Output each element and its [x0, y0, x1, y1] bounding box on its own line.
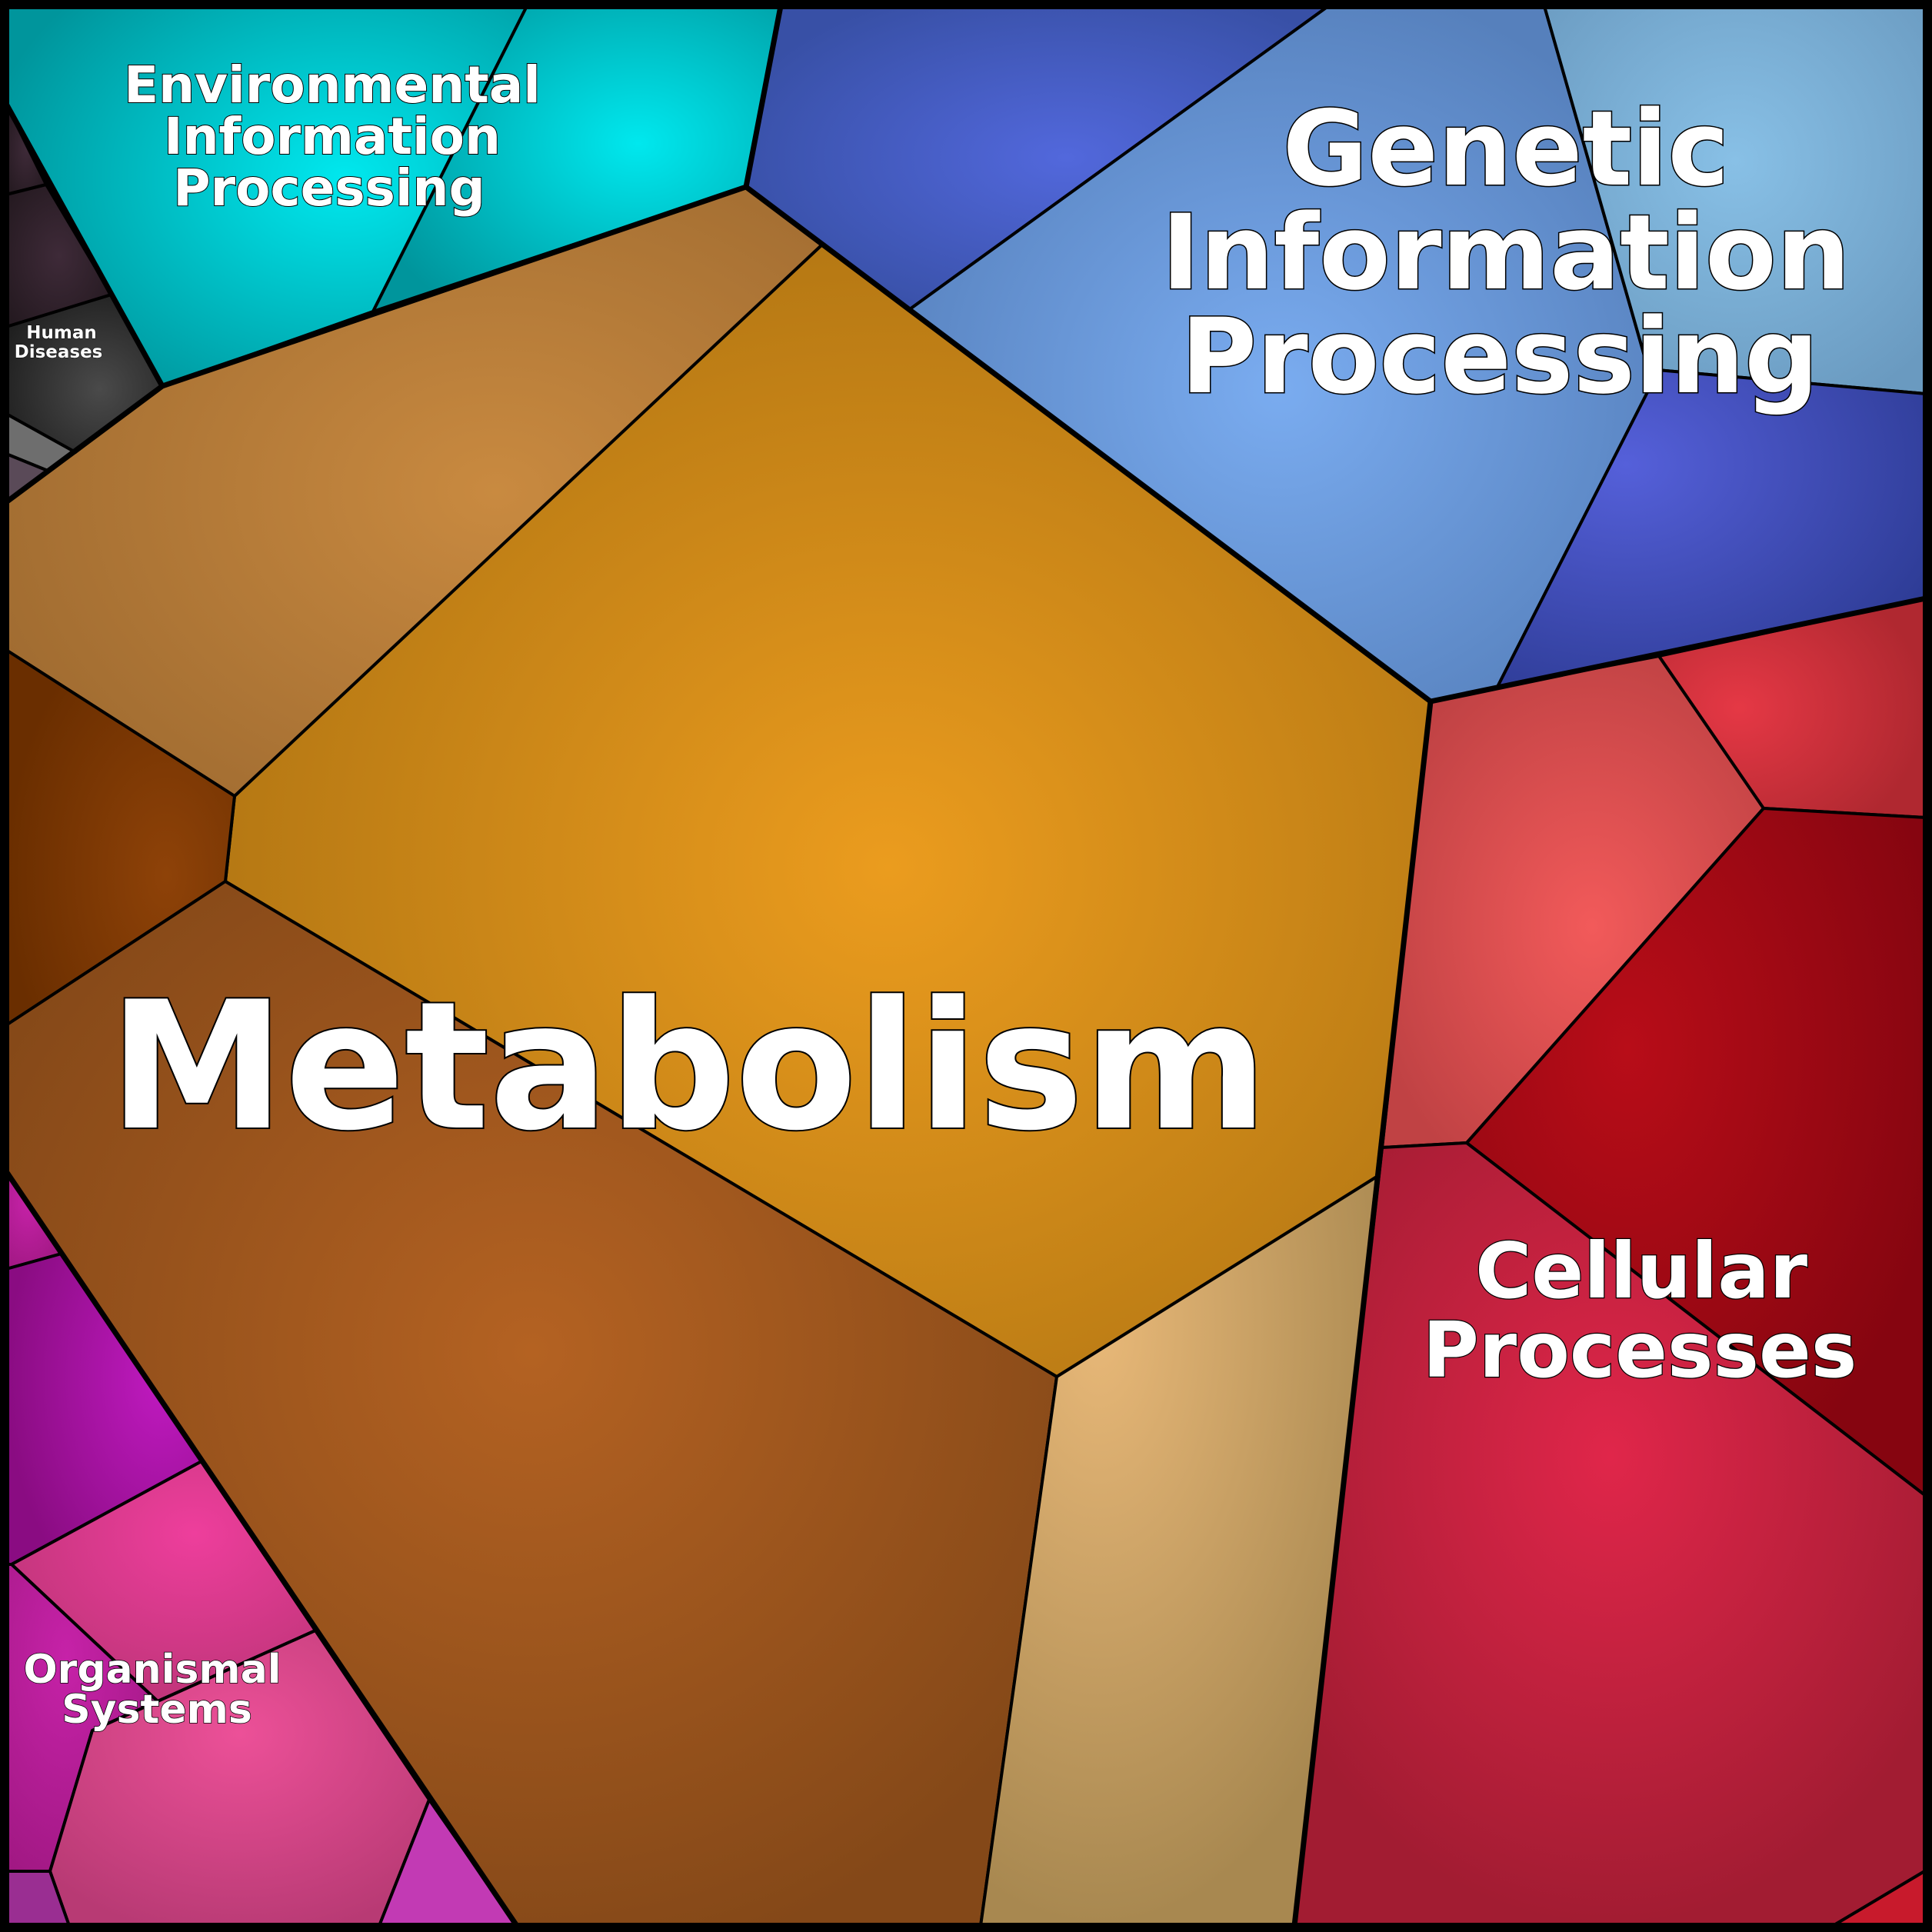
- label-human-line-1: Human: [26, 323, 96, 343]
- boundary-environmental: [3, 5, 784, 389]
- label-environmental-line-2: Information: [164, 107, 501, 166]
- label-genetic-line-3: Processing: [1181, 296, 1819, 417]
- label-genetic-line-1: Genetic: [1283, 88, 1730, 209]
- label-organismal-line-1: Organismal: [23, 1647, 281, 1693]
- label-cellular-line-1: Cellular: [1475, 1226, 1808, 1316]
- label-human-line-2: Diseases: [15, 342, 103, 362]
- label-organismal-systems: Organismal Systems: [23, 1646, 282, 1734]
- label-organismal-line-2: Systems: [62, 1687, 252, 1733]
- label-metabolism: Metabolism: [109, 964, 1268, 1170]
- label-genetic-line-2: Information: [1161, 192, 1850, 313]
- label-environmental-line-3: Processing: [173, 158, 485, 218]
- label-human-diseases: Human Diseases: [14, 323, 103, 363]
- label-environmental-line-1: Environmental: [124, 55, 541, 115]
- label-cellular-line-2: Processes: [1423, 1305, 1857, 1395]
- label-genetic-information-processing: Genetic Information Processing: [1161, 88, 1852, 418]
- boundary-organismal: [4, 1170, 519, 1927]
- label-cellular-processes: Cellular Processes: [1421, 1225, 1857, 1397]
- boundary-human-diseases: [4, 384, 165, 505]
- label-environmental-information-processing: Environmental Information Processing: [123, 55, 541, 218]
- boundary-cellular: [1291, 701, 1434, 1927]
